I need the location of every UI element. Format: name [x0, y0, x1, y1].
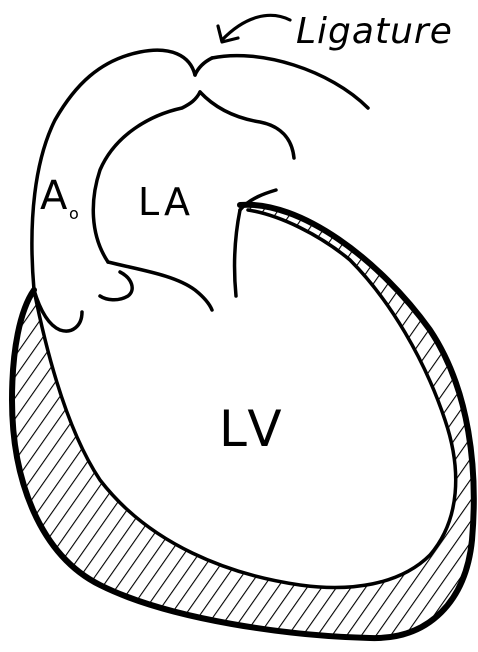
- aortic-arch-continuation: [212, 56, 368, 108]
- left-atrium-septum: [108, 262, 212, 310]
- ligature-arrow-shaft: [222, 15, 290, 40]
- left-ventricle-label: LV: [219, 404, 288, 454]
- aortic-valve-cusp: [100, 272, 132, 300]
- left-atrium-roof: [200, 92, 294, 158]
- left-atrium-label: LA: [138, 183, 194, 221]
- mitral-leaflet: [235, 210, 240, 296]
- ligature-pinch: [195, 58, 212, 75]
- aorta-label: A: [40, 176, 67, 216]
- inner-arch-curve: [93, 92, 200, 262]
- ligature-label: Ligature: [296, 14, 453, 50]
- aorta-outer-wall: [32, 50, 195, 290]
- aorta-label-subscript: o: [69, 206, 79, 222]
